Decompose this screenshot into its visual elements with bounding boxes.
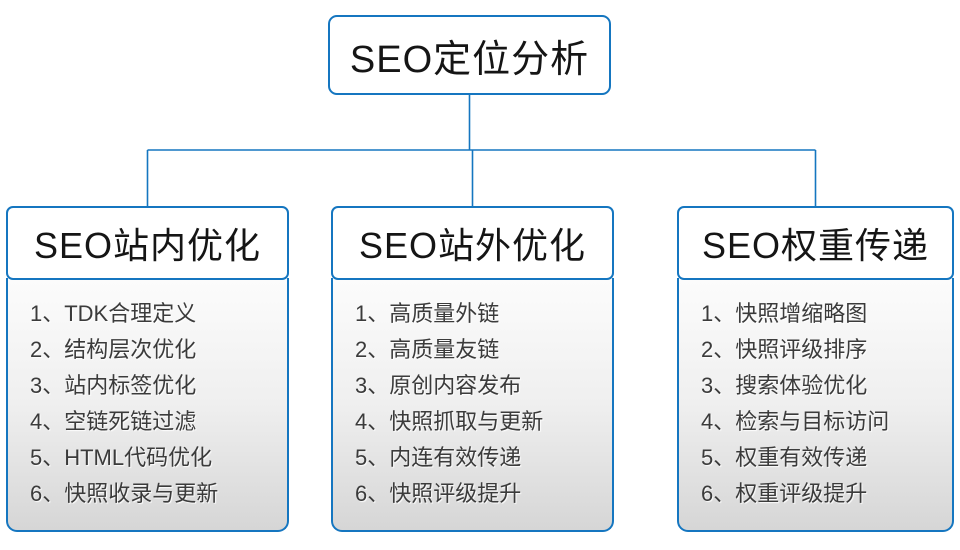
list-item: 1、TDK合理定义 (30, 301, 197, 326)
branch-header: SEO站内优化 (6, 206, 289, 280)
branch-panel: 1、高质量外链 2、高质量友链 3、原创内容发布 4、快照抓取与更新 5、内连有… (331, 278, 614, 532)
list-item: 1、高质量外链 (355, 301, 500, 326)
branch-panel: 1、快照增缩略图 2、快照评级排序 3、搜索体验优化 4、检索与目标访问 5、权… (677, 278, 954, 532)
root-node-title: SEO定位分析 (349, 38, 590, 81)
branch-offsite-optimization: SEO站外优化 1、高质量外链 2、高质量友链 3、原创内容发布 4、快照抓取与… (331, 206, 614, 532)
list-item: 3、原创内容发布 (355, 373, 522, 398)
list-item: 4、空链死链过滤 (30, 409, 197, 434)
list-item: 2、结构层次优化 (30, 337, 197, 362)
branch-list: 1、快照增缩略图 2、快照评级排序 3、搜索体验优化 4、检索与目标访问 5、权… (679, 278, 952, 512)
branch-title: SEO站外优化 (358, 225, 587, 266)
branch-header: SEO权重传递 (677, 206, 954, 280)
list-item: 6、快照收录与更新 (30, 481, 219, 506)
list-item: 3、搜索体验优化 (701, 373, 868, 398)
list-item: 6、权重评级提升 (701, 481, 868, 506)
list-item: 3、站内标签优化 (30, 373, 197, 398)
root-node: SEO定位分析 (328, 15, 611, 95)
branch-header: SEO站外优化 (331, 206, 614, 280)
branch-title: SEO权重传递 (701, 225, 930, 266)
list-item: 2、快照评级排序 (701, 337, 868, 362)
list-item: 4、快照抓取与更新 (355, 409, 544, 434)
branch-list: 1、高质量外链 2、高质量友链 3、原创内容发布 4、快照抓取与更新 5、内连有… (333, 278, 612, 512)
list-item: 5、内连有效传递 (355, 445, 522, 470)
list-item: 5、HTML代码优化 (30, 445, 213, 470)
branch-weight-transfer: SEO权重传递 1、快照增缩略图 2、快照评级排序 3、搜索体验优化 4、检索与… (677, 206, 954, 532)
list-item: 5、权重有效传递 (701, 445, 868, 470)
list-item: 2、高质量友链 (355, 337, 500, 362)
list-item: 4、检索与目标访问 (701, 409, 890, 434)
list-item: 1、快照增缩略图 (701, 301, 868, 326)
list-item: 6、快照评级提升 (355, 481, 522, 506)
branch-list: 1、TDK合理定义 2、结构层次优化 3、站内标签优化 4、空链死链过滤 5、H… (8, 278, 287, 512)
branch-onsite-optimization: SEO站内优化 1、TDK合理定义 2、结构层次优化 3、站内标签优化 4、空链… (6, 206, 289, 532)
branch-title: SEO站内优化 (33, 225, 262, 266)
branch-panel: 1、TDK合理定义 2、结构层次优化 3、站内标签优化 4、空链死链过滤 5、H… (6, 278, 289, 532)
